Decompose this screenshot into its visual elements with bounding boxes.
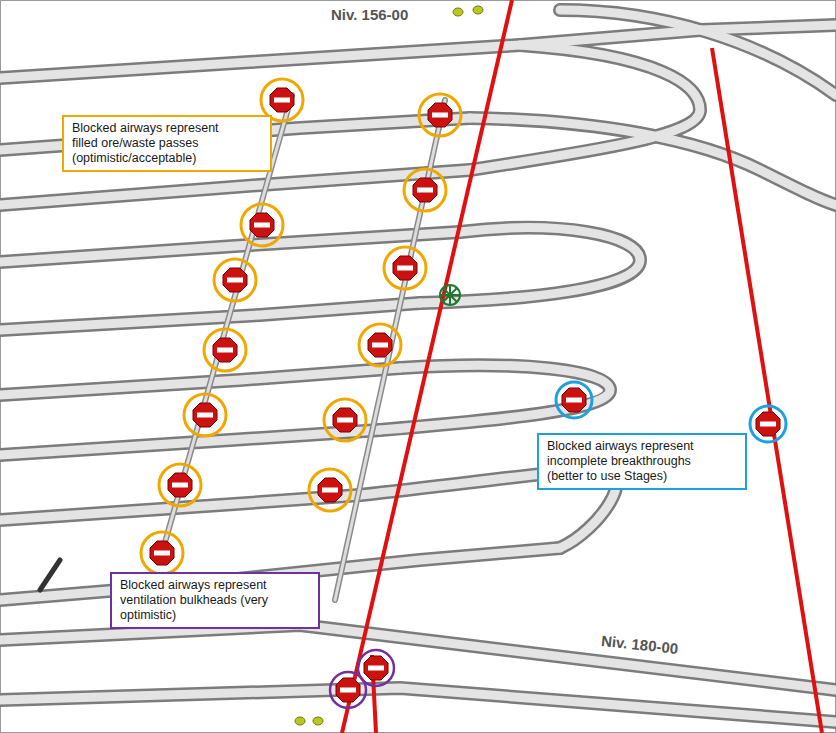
callout-text: Blocked airways represent ventilation bu… (120, 578, 270, 623)
purple-callout: Blocked airways represent ventilation bu… (110, 572, 320, 629)
fan-symbol (440, 285, 460, 305)
drift-fill (0, 10, 836, 722)
callout-text: Blocked airways represent incomplete bre… (547, 439, 697, 484)
level-label: Niv. 156-00 (328, 6, 411, 23)
callout-text: Blocked airways represent filled ore/was… (72, 121, 222, 166)
shaft-line (342, 0, 822, 733)
marker-symbol (295, 6, 483, 725)
drift-outline (0, 10, 836, 722)
ore-pass (40, 95, 445, 600)
purple-highlight (330, 650, 394, 708)
blue-callout: Blocked airways represent incomplete bre… (537, 433, 747, 490)
orange-callout: Blocked airways represent filled ore/was… (62, 115, 272, 172)
